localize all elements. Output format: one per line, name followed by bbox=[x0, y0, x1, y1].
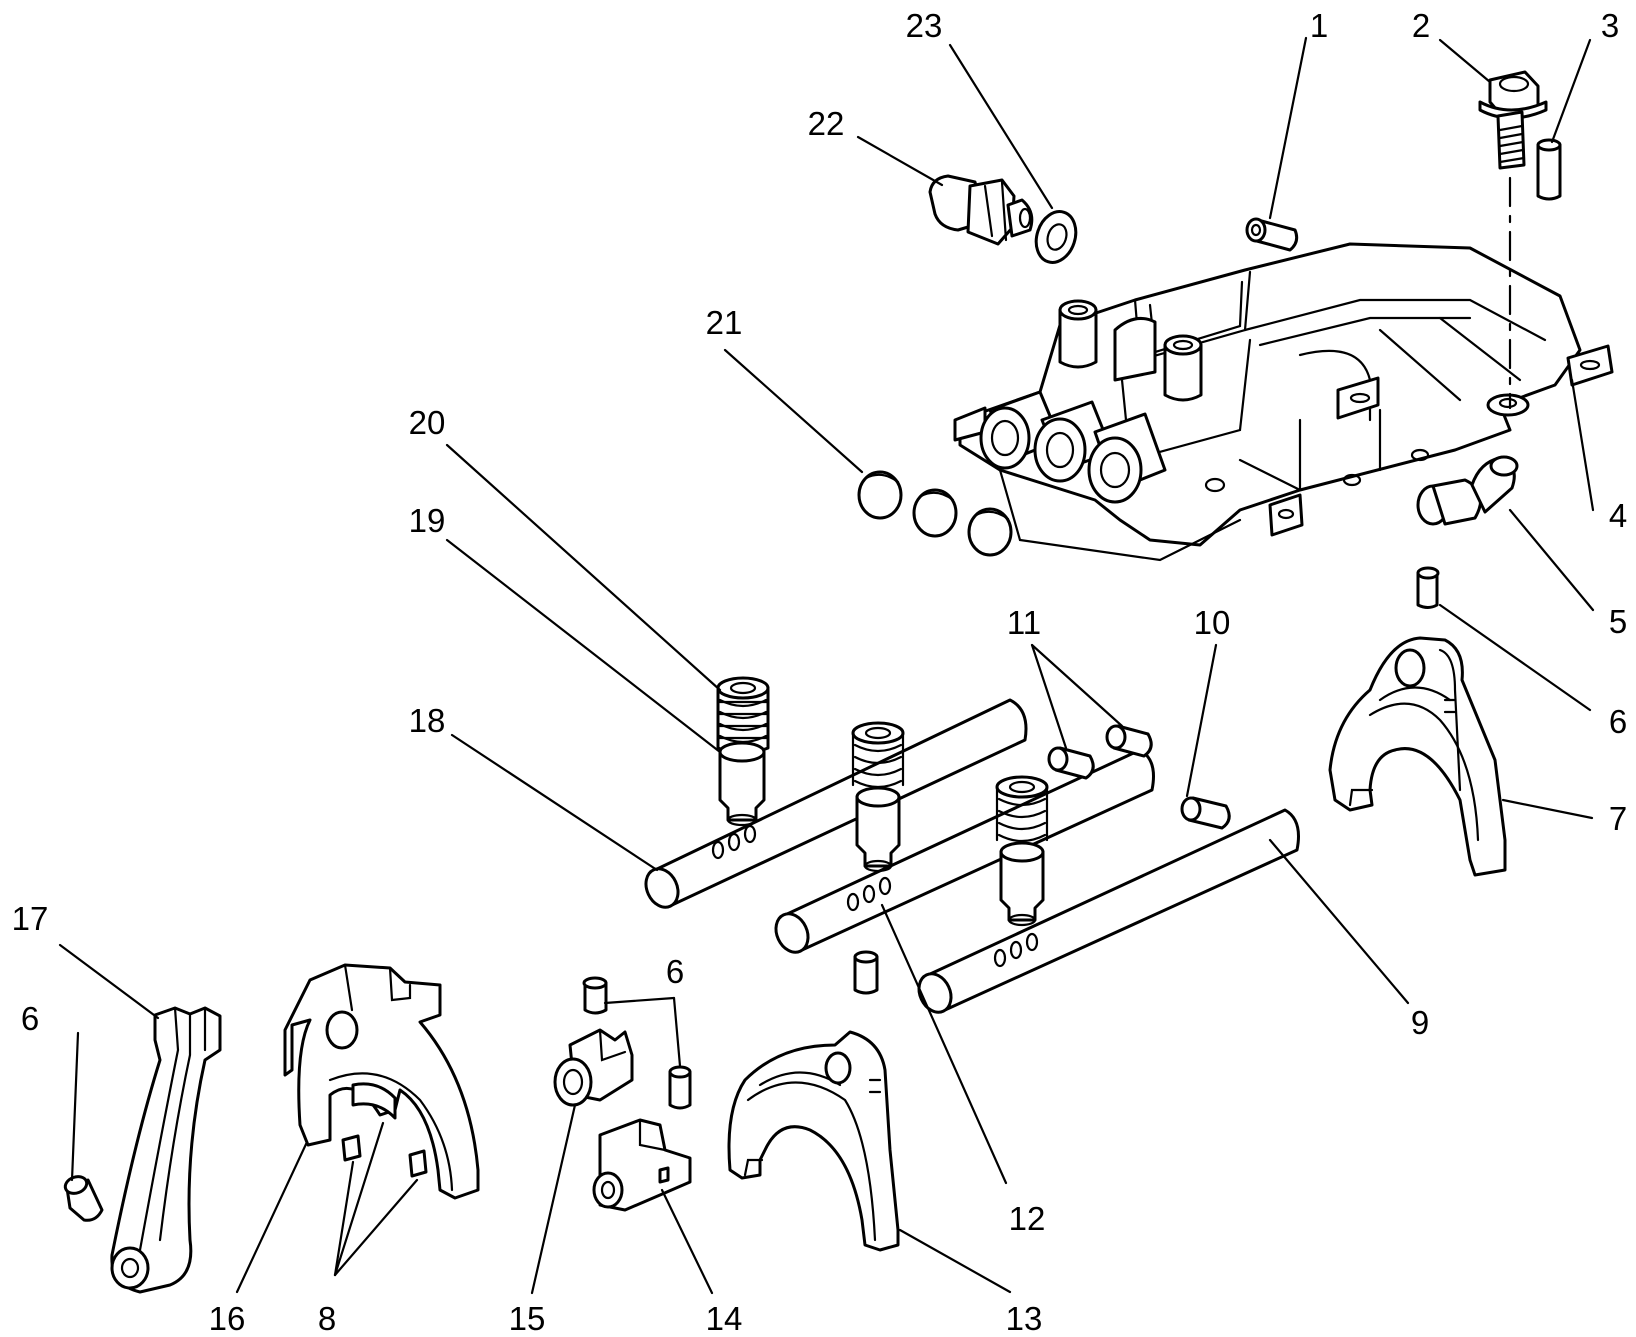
plunger-middle bbox=[855, 786, 901, 873]
plunger-19 bbox=[718, 741, 766, 827]
shift-rail-18 bbox=[644, 698, 1028, 909]
callout-4: 4 bbox=[1609, 497, 1627, 534]
pin-6-mid-lower bbox=[668, 1065, 692, 1110]
bolt-2 bbox=[1478, 70, 1548, 410]
washer-23 bbox=[1034, 210, 1078, 264]
callout-11: 11 bbox=[1007, 604, 1041, 641]
callout-22: 22 bbox=[808, 105, 845, 142]
callout-13: 13 bbox=[1006, 1300, 1043, 1337]
shift-fork-13 bbox=[727, 1030, 900, 1252]
shift-fork-16 bbox=[283, 963, 480, 1200]
callout-6-left: 6 bbox=[21, 1000, 39, 1037]
plugs-21 bbox=[857, 470, 1013, 557]
callout-7: 7 bbox=[1609, 800, 1627, 837]
callout-2: 2 bbox=[1412, 7, 1430, 44]
shift-rail-9 bbox=[917, 808, 1300, 1014]
interlock-pin-10 bbox=[1180, 796, 1231, 830]
interlock-pins-11 bbox=[1047, 724, 1153, 780]
pin-6-mid-upper bbox=[582, 976, 608, 1015]
callout-23: 23 bbox=[906, 7, 943, 44]
dowel-pin-3 bbox=[1536, 138, 1562, 201]
leader-lines bbox=[58, 36, 1595, 1295]
callout-6-right: 6 bbox=[1609, 703, 1627, 740]
callout-21: 21 bbox=[706, 304, 743, 341]
callout-16: 16 bbox=[209, 1300, 246, 1337]
shift-lever-17 bbox=[110, 1006, 222, 1294]
pin-6-left bbox=[63, 1175, 104, 1222]
callout-9: 9 bbox=[1411, 1004, 1429, 1041]
pin-6-right bbox=[1416, 566, 1440, 609]
callout-18: 18 bbox=[409, 702, 446, 739]
callout-15: 15 bbox=[509, 1300, 546, 1337]
callout-12: 12 bbox=[1009, 1200, 1046, 1237]
callout-5: 5 bbox=[1609, 603, 1627, 640]
switch-22 bbox=[928, 174, 1034, 246]
callout-1: 1 bbox=[1310, 7, 1328, 44]
elbow-5 bbox=[1416, 455, 1519, 526]
spring-middle bbox=[851, 721, 905, 789]
shift-cover-housing bbox=[953, 242, 1614, 562]
callout-6-middle: 6 bbox=[666, 953, 684, 990]
callout-10: 10 bbox=[1194, 604, 1231, 641]
callout-19: 19 bbox=[409, 502, 446, 539]
callout-20: 20 bbox=[409, 404, 446, 441]
callout-3: 3 bbox=[1601, 7, 1619, 44]
spring-right bbox=[995, 775, 1049, 843]
callout-17: 17 bbox=[12, 900, 49, 937]
callout-labels: 1 2 3 4 5 6 7 9 10 11 12 13 14 15 16 8 1… bbox=[12, 7, 1628, 1337]
pin-6-under-rail bbox=[853, 950, 879, 995]
callout-14: 14 bbox=[706, 1300, 743, 1337]
shift-block-15 bbox=[553, 1028, 634, 1107]
shift-fork-7 bbox=[1328, 636, 1507, 877]
callout-8: 8 bbox=[318, 1300, 336, 1337]
selector-14 bbox=[592, 1118, 692, 1212]
plunger-right bbox=[999, 841, 1045, 927]
slotted-pin-1 bbox=[1245, 217, 1299, 252]
